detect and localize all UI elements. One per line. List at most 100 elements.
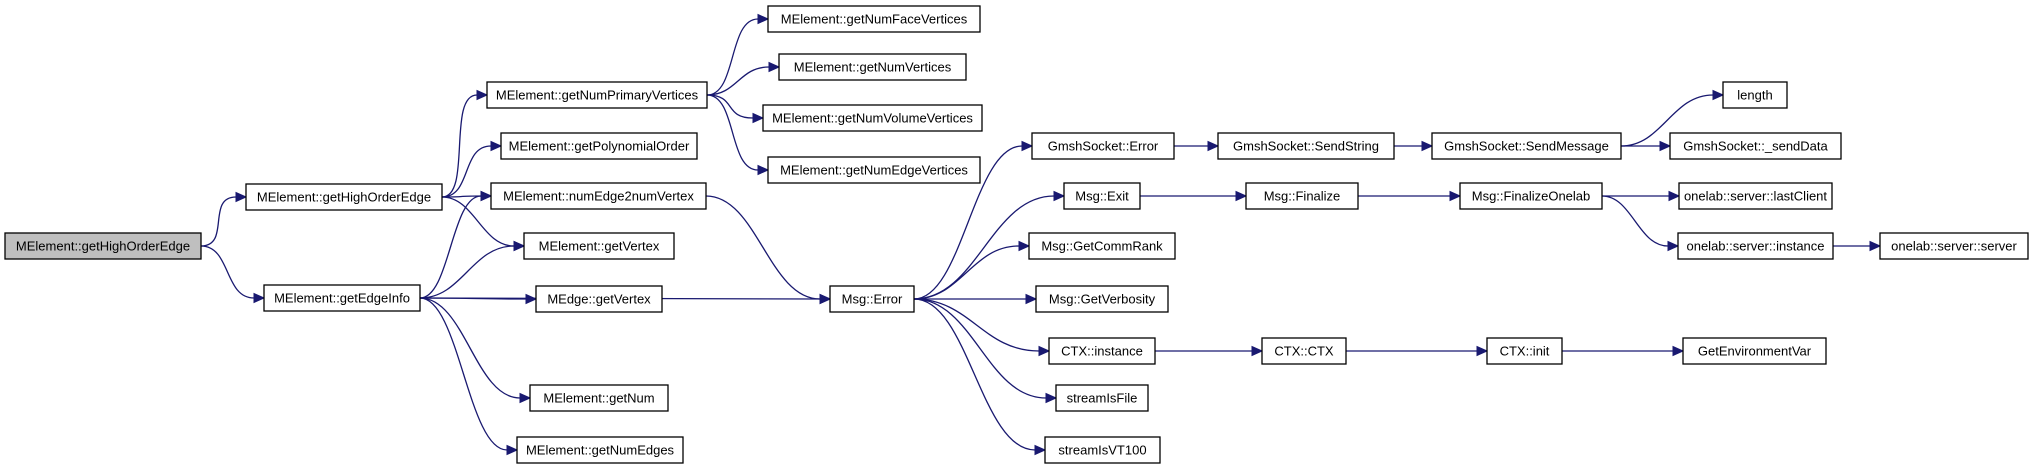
graph-node-box <box>1722 81 1788 109</box>
edge-line <box>913 298 1040 352</box>
edge-arrowhead <box>1449 190 1462 202</box>
graph-node-melement-getvertex[interactable]: MElement::getVertex <box>523 232 675 260</box>
graph-node-gmshsocket-senddata[interactable]: GmshSocket::_sendData <box>1669 132 1842 160</box>
graph-node-melement-gethighorderedge[interactable]: MElement::getHighOrderEdge <box>245 183 443 211</box>
graph-node-label: MElement::getNum <box>543 391 654 406</box>
graph-node-msg-error[interactable]: Msg::Error <box>829 285 915 313</box>
graph-node-streamisvt100[interactable]: streamIsVT100 <box>1044 436 1161 464</box>
graph-node-melement-getnumedgevertices[interactable]: MElement::getNumEdgeVertices <box>767 156 981 184</box>
graph-node-box <box>1245 182 1359 210</box>
graph-node-label: MElement::getVertex <box>539 239 660 254</box>
graph-node-label: Msg::Error <box>842 292 903 307</box>
graph-node-onelab-server-instance[interactable]: onelab::server::instance <box>1677 232 1834 260</box>
edge-arrowhead <box>768 61 781 73</box>
graph-node-label: GmshSocket::_sendData <box>1683 139 1828 154</box>
edge-line <box>1601 195 1669 247</box>
graph-node-melement-getnumedges[interactable]: MElement::getNumEdges <box>516 436 684 464</box>
edge-line <box>441 195 482 198</box>
graph-node-melement-numedge2numvertex[interactable]: MElement::numEdge2numVertex <box>490 182 707 210</box>
edge-arrowhead <box>506 444 519 456</box>
graph-node-box <box>1035 285 1169 313</box>
graph-node-msg-finalizeonelab[interactable]: Msg::FinalizeOnelab <box>1459 182 1603 210</box>
graph-node-box <box>523 232 675 260</box>
edge-line <box>441 196 515 247</box>
graph-node-box <box>529 384 669 412</box>
graph-node-box <box>1031 132 1175 160</box>
graph-node-melement-getnumvertices[interactable]: MElement::getNumVertices <box>778 53 967 81</box>
graph-node-box <box>1459 182 1603 210</box>
edge-arrowhead <box>1038 345 1051 357</box>
edge-arrowhead <box>235 191 248 203</box>
graph-node-onelab-server-server[interactable]: onelab::server::server <box>1879 232 2029 260</box>
call-edge-ctx-instance-to-ctx-ctx <box>1154 345 1264 357</box>
graph-node-melement-getnumprimaryvertices[interactable]: MElement::getNumPrimaryVertices <box>486 81 708 109</box>
edge-arrowhead <box>1034 444 1047 456</box>
call-edge-msg-error-to-gmshsocket-error <box>913 140 1034 300</box>
graph-node-gmshsocket-error[interactable]: GmshSocket::Error <box>1031 132 1175 160</box>
graph-node-gmshsocket-sendmessage[interactable]: GmshSocket::SendMessage <box>1431 132 1622 160</box>
call-edge-melement-gethighorderedge-to-melement-getnumprimaryvertices <box>441 89 489 198</box>
edge-arrowhead <box>819 293 832 305</box>
edge-arrowhead <box>480 190 493 202</box>
call-edge-ctx-ctx-to-ctx-init <box>1345 345 1489 357</box>
edge-line <box>441 145 492 198</box>
graph-node-ctx-init[interactable]: CTX::init <box>1486 337 1563 365</box>
edge-arrowhead <box>1045 392 1058 404</box>
edge-arrowhead <box>1021 140 1034 152</box>
graph-node-melement-gethighorderedge[interactable]: MElement::getHighOrderEdge <box>4 232 202 260</box>
graph-node-msg-exit[interactable]: Msg::Exit <box>1063 182 1141 210</box>
graph-node-msg-getcommrank[interactable]: Msg::GetCommRank <box>1028 232 1176 260</box>
graph-node-label: MElement::getNumEdges <box>526 443 675 458</box>
graph-node-box <box>4 232 202 260</box>
call-edge-msg-error-to-msg-getcommrank <box>913 240 1031 300</box>
graph-node-melement-getedgeinfo[interactable]: MElement::getEdgeInfo <box>263 284 421 312</box>
graph-node-box <box>778 53 967 81</box>
graph-node-melement-getpolynomialorder[interactable]: MElement::getPolynomialOrder <box>500 132 698 160</box>
call-edge-msg-exit-to-msg-finalize <box>1140 190 1248 202</box>
call-edge-melement-getedgeinfo-to-melement-getnumedges <box>419 297 519 456</box>
graph-node-box <box>245 183 443 211</box>
graph-node-onelab-server-lastclient[interactable]: onelab::server::lastClient <box>1678 182 1833 210</box>
call-edge-melement-getedgeinfo-to-melement-getnum <box>419 297 532 404</box>
graph-node-box <box>1028 232 1176 260</box>
call-edge-gmshsocket-error-to-gmshsocket-sendstring <box>1174 140 1220 152</box>
graph-node-msg-finalize[interactable]: Msg::Finalize <box>1245 182 1359 210</box>
graph-node-ctx-ctx[interactable]: CTX::CTX <box>1261 337 1347 365</box>
graph-node-label: CTX::instance <box>1061 344 1143 359</box>
graph-node-label: Msg::FinalizeOnelab <box>1472 189 1591 204</box>
graph-node-msg-getverbosity[interactable]: Msg::GetVerbosity <box>1035 285 1169 313</box>
graph-node-streamisfile[interactable]: streamIsFile <box>1055 384 1149 412</box>
edge-arrowhead <box>1251 345 1264 357</box>
edge-line <box>913 298 1036 451</box>
edge-line <box>706 94 759 171</box>
edge-arrowhead <box>1659 140 1672 152</box>
graph-node-melement-getnumfacevertices[interactable]: MElement::getNumFaceVertices <box>767 5 981 33</box>
edge-line <box>706 18 759 96</box>
edge-arrowhead <box>1869 240 1882 252</box>
graph-node-label: MElement::getPolynomialOrder <box>509 139 690 154</box>
graph-node-label: MElement::getEdgeInfo <box>274 291 410 306</box>
graph-node-label: Msg::Finalize <box>1264 189 1341 204</box>
graph-node-label: Msg::GetCommRank <box>1041 239 1163 254</box>
graph-node-medge-getvertex[interactable]: MEdge::getVertex <box>535 285 663 313</box>
graph-node-ctx-instance[interactable]: CTX::instance <box>1048 337 1156 365</box>
graph-node-gmshsocket-sendstring[interactable]: GmshSocket::SendString <box>1217 132 1395 160</box>
graph-node-label: onelab::server::server <box>1891 239 2017 254</box>
edge-arrowhead <box>1025 293 1038 305</box>
graph-node-length[interactable]: length <box>1722 81 1788 109</box>
graph-node-label: MElement::numEdge2numVertex <box>503 189 694 204</box>
call-edge-melement-numedge2numvertex-to-msg-error <box>705 195 832 305</box>
call-edge-melement-getedgeinfo-to-melement-getvertex <box>419 240 526 299</box>
edge-arrowhead <box>1421 140 1434 152</box>
edge-arrowhead <box>757 164 770 176</box>
graph-node-box <box>1669 132 1842 160</box>
edge-line <box>419 297 508 451</box>
graph-node-getenvironmentvar[interactable]: GetEnvironmentVar <box>1682 337 1827 365</box>
graph-node-box <box>500 132 698 160</box>
graph-node-box <box>1063 182 1141 210</box>
graph-node-box <box>490 182 707 210</box>
graph-node-melement-getnumvolumevertices[interactable]: MElement::getNumVolumeVertices <box>762 104 983 132</box>
edge-line <box>706 94 754 119</box>
graph-node-label: MElement::getNumVertices <box>794 60 952 75</box>
graph-node-melement-getnum[interactable]: MElement::getNum <box>529 384 669 412</box>
